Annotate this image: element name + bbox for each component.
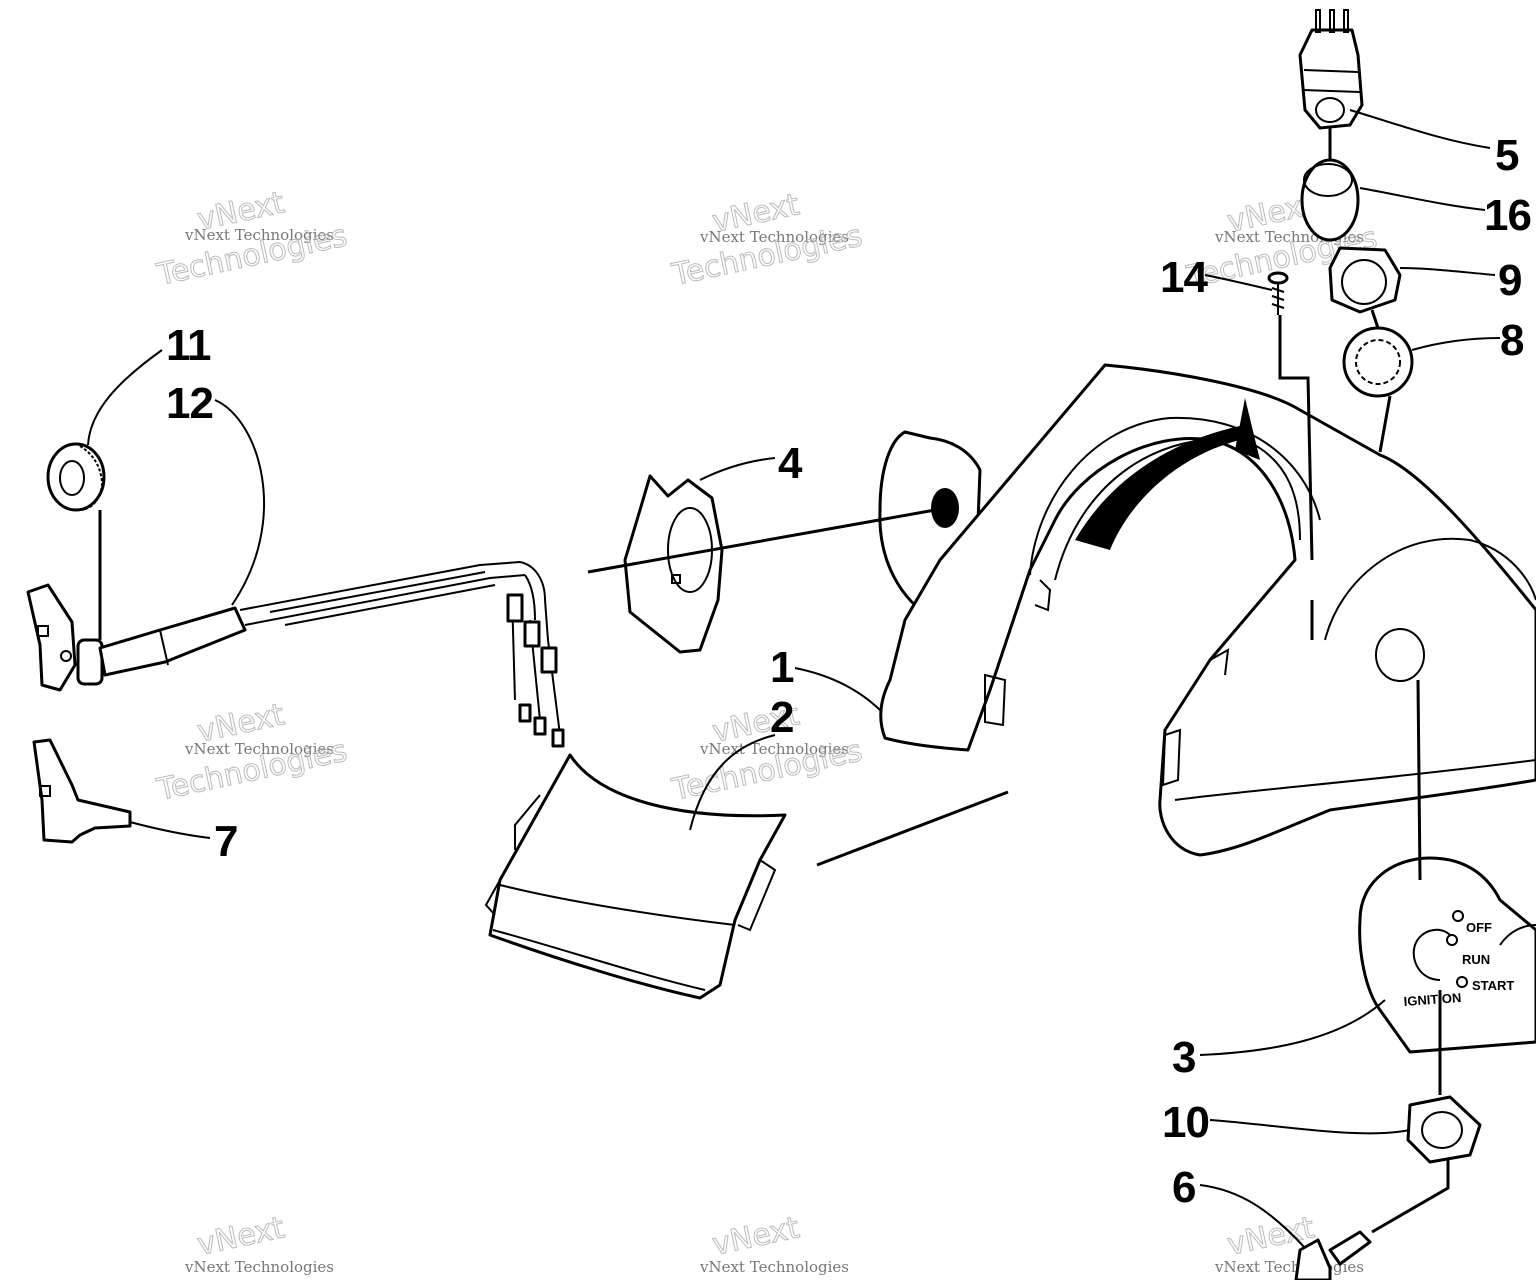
start-indicator-icon bbox=[1456, 976, 1468, 988]
callout-11: 11 bbox=[166, 321, 211, 370]
watermark-small: vNext Technologies bbox=[699, 1258, 849, 1276]
callout-2: 2 bbox=[770, 693, 793, 742]
watermark-small: vNext Technologies bbox=[184, 226, 334, 244]
callout-6: 6 bbox=[1172, 1163, 1195, 1212]
axis-line-gasket bbox=[587, 508, 936, 574]
leader-7 bbox=[129, 821, 211, 839]
leader-1 bbox=[794, 667, 883, 713]
throttle-nut bbox=[46, 442, 106, 512]
callout-10: 10 bbox=[1162, 1098, 1209, 1147]
callout-7: 7 bbox=[214, 817, 237, 866]
off-indicator-icon bbox=[1452, 910, 1464, 922]
screw-14 bbox=[1267, 271, 1289, 315]
callout-14: 14 bbox=[1160, 253, 1208, 302]
callout-16: 16 bbox=[1484, 191, 1531, 240]
watermark-mid-left: vNext vNext Technologies Technologies bbox=[153, 697, 351, 809]
leader-5 bbox=[1349, 109, 1491, 149]
run-indicator-icon bbox=[1446, 934, 1458, 946]
leader-9 bbox=[1399, 267, 1496, 276]
callout-1: 1 bbox=[770, 643, 794, 692]
watermark-small: vNext Technologies bbox=[184, 1258, 334, 1276]
watermark-top-left: vNext vNext Technologies Technologies bbox=[153, 185, 351, 294]
callout-5: 5 bbox=[1495, 131, 1519, 180]
ignition-label: IGNITION bbox=[1403, 990, 1462, 1009]
bushing-16 bbox=[1300, 158, 1360, 242]
axis-line-ignition bbox=[1416, 679, 1422, 881]
callout-12: 12 bbox=[166, 379, 213, 428]
watermark-top-center: vNext vNext Technologies Technologies bbox=[668, 187, 866, 294]
hex-nut-9 bbox=[1328, 246, 1402, 314]
leader-10 bbox=[1209, 1119, 1411, 1135]
callout-3: 3 bbox=[1172, 1033, 1195, 1082]
watermark-bottom-center: vNext vNext Technologies bbox=[699, 1210, 849, 1276]
leader-16 bbox=[1359, 187, 1486, 211]
ignition-run-label: RUN bbox=[1462, 952, 1490, 967]
lock-washer-8 bbox=[1342, 326, 1414, 398]
console-housing bbox=[816, 363, 1536, 867]
ignition-off-label: OFF bbox=[1466, 920, 1492, 935]
watermark-bottom-left: vNext vNext Technologies bbox=[184, 1210, 334, 1276]
bracket bbox=[484, 753, 787, 1000]
callout-9: 9 bbox=[1498, 256, 1521, 305]
throttle-cable-assembly bbox=[26, 561, 565, 748]
callout-4: 4 bbox=[778, 439, 803, 488]
ignition-start-label: START bbox=[1472, 978, 1514, 993]
leader-4 bbox=[699, 457, 776, 481]
ignition-nut-10 bbox=[1406, 1095, 1482, 1164]
watermark-big-line1: vNext bbox=[194, 1210, 287, 1263]
leader-12 bbox=[214, 399, 265, 606]
leader-2 bbox=[689, 734, 776, 831]
watermark-small: vNext Technologies bbox=[699, 228, 849, 246]
watermark-small: vNext Technologies bbox=[699, 740, 849, 758]
axis-line-8-housing bbox=[1378, 395, 1392, 453]
callout-8: 8 bbox=[1500, 316, 1524, 365]
leader-3 bbox=[1199, 999, 1386, 1056]
axis-line-screw bbox=[1278, 315, 1314, 561]
leader-14 bbox=[1204, 274, 1273, 291]
axis-line-key bbox=[1371, 1160, 1450, 1234]
ignition-panel: OFF RUN START IGNITION bbox=[1358, 856, 1536, 1054]
gasket-plate bbox=[623, 474, 724, 654]
leader-6 bbox=[1199, 1184, 1306, 1249]
ignition-key-6 bbox=[1294, 1230, 1372, 1280]
leader-11 bbox=[87, 349, 163, 446]
watermark-mid-center: vNext vNext Technologies Technologies bbox=[668, 697, 866, 809]
watermark-big-line1: vNext bbox=[709, 1210, 802, 1263]
axis-line-9-8 bbox=[1370, 309, 1380, 329]
watermark-small: vNext Technologies bbox=[184, 740, 334, 758]
switch-part-5 bbox=[1298, 9, 1364, 130]
throttle-lever-7 bbox=[32, 738, 132, 844]
leader-8 bbox=[1411, 337, 1501, 351]
